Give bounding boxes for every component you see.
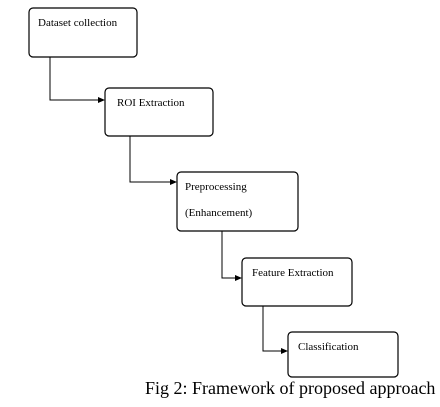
node-label: Classification xyxy=(298,341,359,353)
node-label-secondary: (Enhancement) xyxy=(185,207,253,219)
node-classification: Classification xyxy=(287,331,399,378)
node-feature-extraction: Feature Extraction xyxy=(241,257,353,307)
edge-feature-to-classification xyxy=(262,306,288,354)
node-label: Dataset collection xyxy=(38,17,118,29)
edge-roi-to-preprocessing xyxy=(129,136,177,185)
node-preprocessing: Preprocessing (Enhancement) xyxy=(176,171,299,232)
node-dataset-collection: Dataset collection xyxy=(28,7,138,58)
edge-dataset-to-roi xyxy=(49,57,105,103)
node-roi-extraction: ROI Extraction xyxy=(104,87,214,137)
node-label: ROI Extraction xyxy=(117,97,185,109)
figure-caption: Fig 2: Framework of proposed approach xyxy=(145,378,436,398)
node-label: Preprocessing xyxy=(185,181,247,193)
node-label: Feature Extraction xyxy=(252,267,334,279)
edge-preprocessing-to-feature xyxy=(221,231,242,281)
